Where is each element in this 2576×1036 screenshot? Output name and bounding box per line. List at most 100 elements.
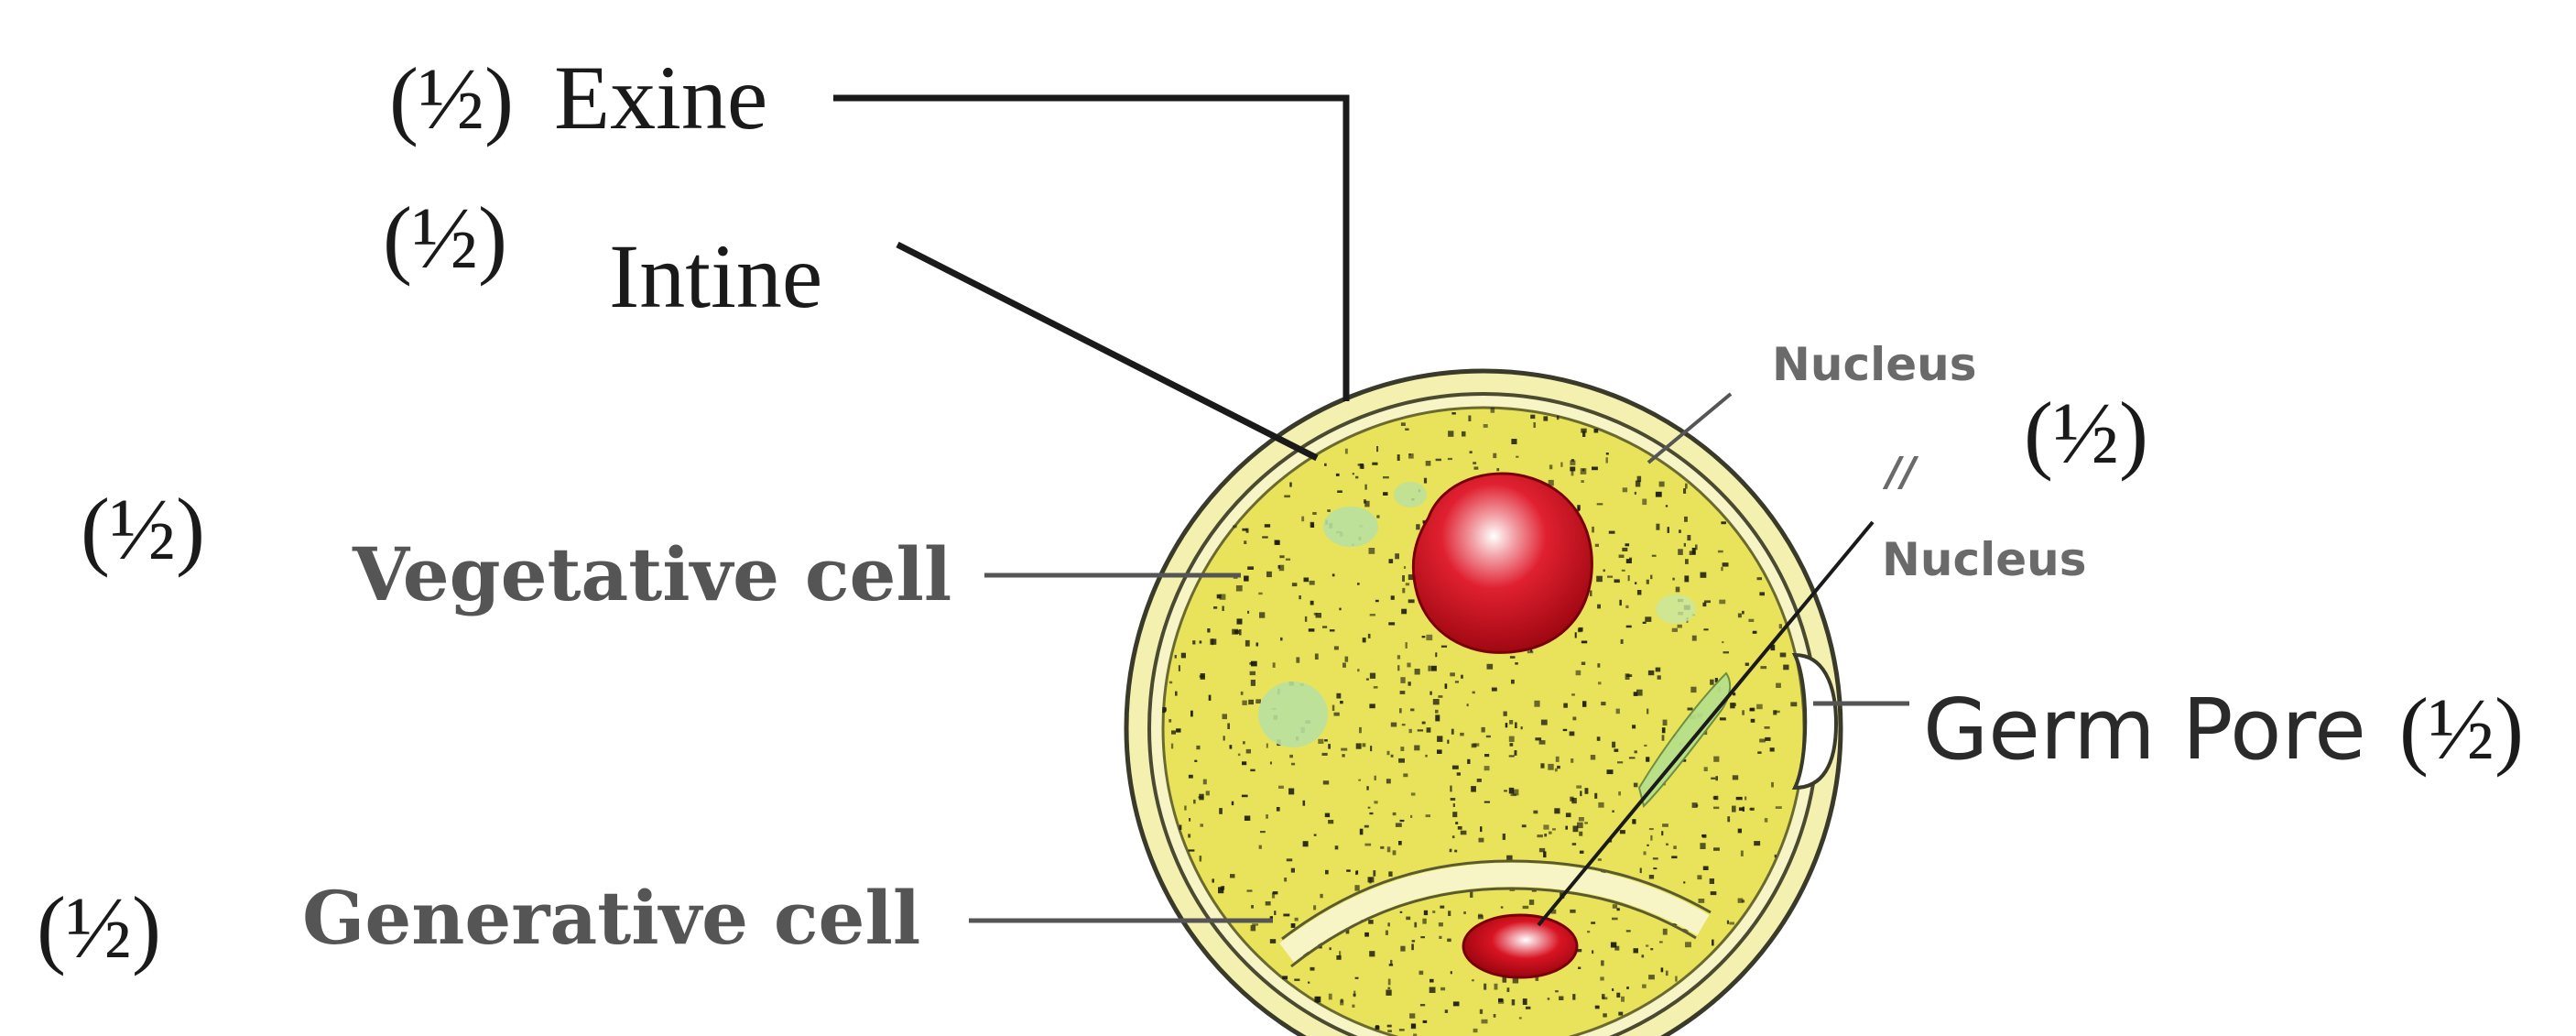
granule — [1405, 429, 1408, 431]
granule — [1621, 997, 1625, 1002]
granule — [1622, 570, 1625, 572]
granule — [1277, 807, 1280, 812]
granule — [1539, 848, 1545, 852]
granule — [1730, 703, 1734, 708]
granule — [1310, 601, 1314, 605]
granule — [1403, 773, 1408, 777]
granule — [1249, 662, 1253, 665]
granule — [1242, 701, 1246, 705]
granule — [1727, 921, 1729, 924]
granule — [1637, 590, 1642, 595]
granule — [1530, 415, 1535, 419]
granule — [1406, 583, 1409, 585]
granule — [1629, 558, 1632, 560]
granule — [1320, 894, 1322, 898]
granule — [1426, 814, 1430, 817]
granule — [1612, 742, 1615, 748]
generative-cell-mark: (½) — [37, 878, 161, 976]
granule — [1325, 813, 1330, 818]
granule — [1212, 878, 1214, 882]
granule — [1387, 987, 1390, 990]
granule — [1420, 936, 1425, 938]
granule — [1308, 982, 1310, 984]
granule — [1640, 868, 1642, 874]
granule — [1678, 549, 1683, 555]
granule — [1209, 695, 1212, 701]
granule — [1427, 727, 1431, 733]
granule — [1673, 845, 1677, 849]
granule — [1429, 987, 1436, 994]
granule — [1470, 892, 1473, 899]
granule — [1374, 686, 1378, 689]
granule — [1710, 878, 1714, 884]
granule — [1414, 922, 1417, 928]
granule — [1400, 691, 1406, 694]
granule — [1473, 1029, 1478, 1032]
granule — [1779, 624, 1782, 628]
granule — [1411, 943, 1414, 950]
granule — [1399, 1029, 1405, 1031]
granule — [1451, 971, 1452, 974]
granule — [1505, 723, 1508, 727]
granule — [1291, 868, 1295, 873]
granule — [1626, 626, 1632, 628]
granule — [1439, 922, 1443, 926]
granule — [1700, 843, 1705, 849]
granule — [1501, 906, 1504, 908]
granule — [1591, 921, 1595, 924]
granule — [1656, 524, 1659, 530]
granule — [1622, 548, 1627, 551]
granule — [1676, 587, 1680, 593]
granule — [1242, 529, 1246, 531]
granule — [1237, 618, 1243, 624]
granule — [1422, 919, 1426, 924]
granule — [1406, 642, 1408, 649]
granule — [1408, 599, 1415, 603]
granule — [1250, 671, 1255, 675]
granule — [1609, 531, 1615, 534]
granule — [1626, 987, 1629, 989]
granule — [1512, 999, 1516, 1006]
granule — [1188, 834, 1190, 837]
vacuole — [1394, 482, 1427, 507]
granule — [1355, 476, 1358, 479]
granule — [1754, 841, 1760, 845]
granule — [1634, 948, 1639, 953]
granule — [1704, 600, 1711, 603]
granule — [1560, 463, 1562, 467]
granule — [1176, 728, 1180, 732]
granule — [1472, 979, 1474, 981]
granule — [1690, 551, 1696, 555]
granule — [1570, 732, 1575, 736]
granule — [1248, 700, 1254, 704]
granule — [1376, 446, 1378, 452]
granule — [1398, 841, 1402, 845]
granule — [1426, 461, 1431, 466]
granule — [1270, 939, 1276, 943]
granule — [1447, 740, 1449, 744]
granule — [1643, 622, 1647, 624]
granule — [1232, 629, 1238, 635]
granule — [1614, 749, 1619, 752]
granule — [1646, 944, 1648, 946]
granule — [1463, 911, 1466, 914]
granule — [1314, 613, 1318, 616]
granule — [1370, 673, 1375, 679]
granule — [1666, 844, 1668, 845]
granule — [1353, 991, 1355, 998]
granule — [1453, 1001, 1460, 1006]
granule — [1452, 812, 1457, 817]
granule — [1278, 786, 1284, 789]
granule — [1341, 748, 1347, 751]
granule — [1402, 575, 1405, 582]
granule — [1644, 851, 1647, 855]
granule — [1496, 468, 1499, 471]
granule — [1721, 521, 1726, 524]
granule — [1617, 761, 1623, 763]
granule — [1454, 850, 1457, 853]
granule — [1684, 575, 1689, 582]
granule — [1696, 804, 1699, 806]
granule — [1294, 979, 1299, 981]
granule — [1650, 575, 1652, 580]
granule — [1451, 412, 1455, 414]
